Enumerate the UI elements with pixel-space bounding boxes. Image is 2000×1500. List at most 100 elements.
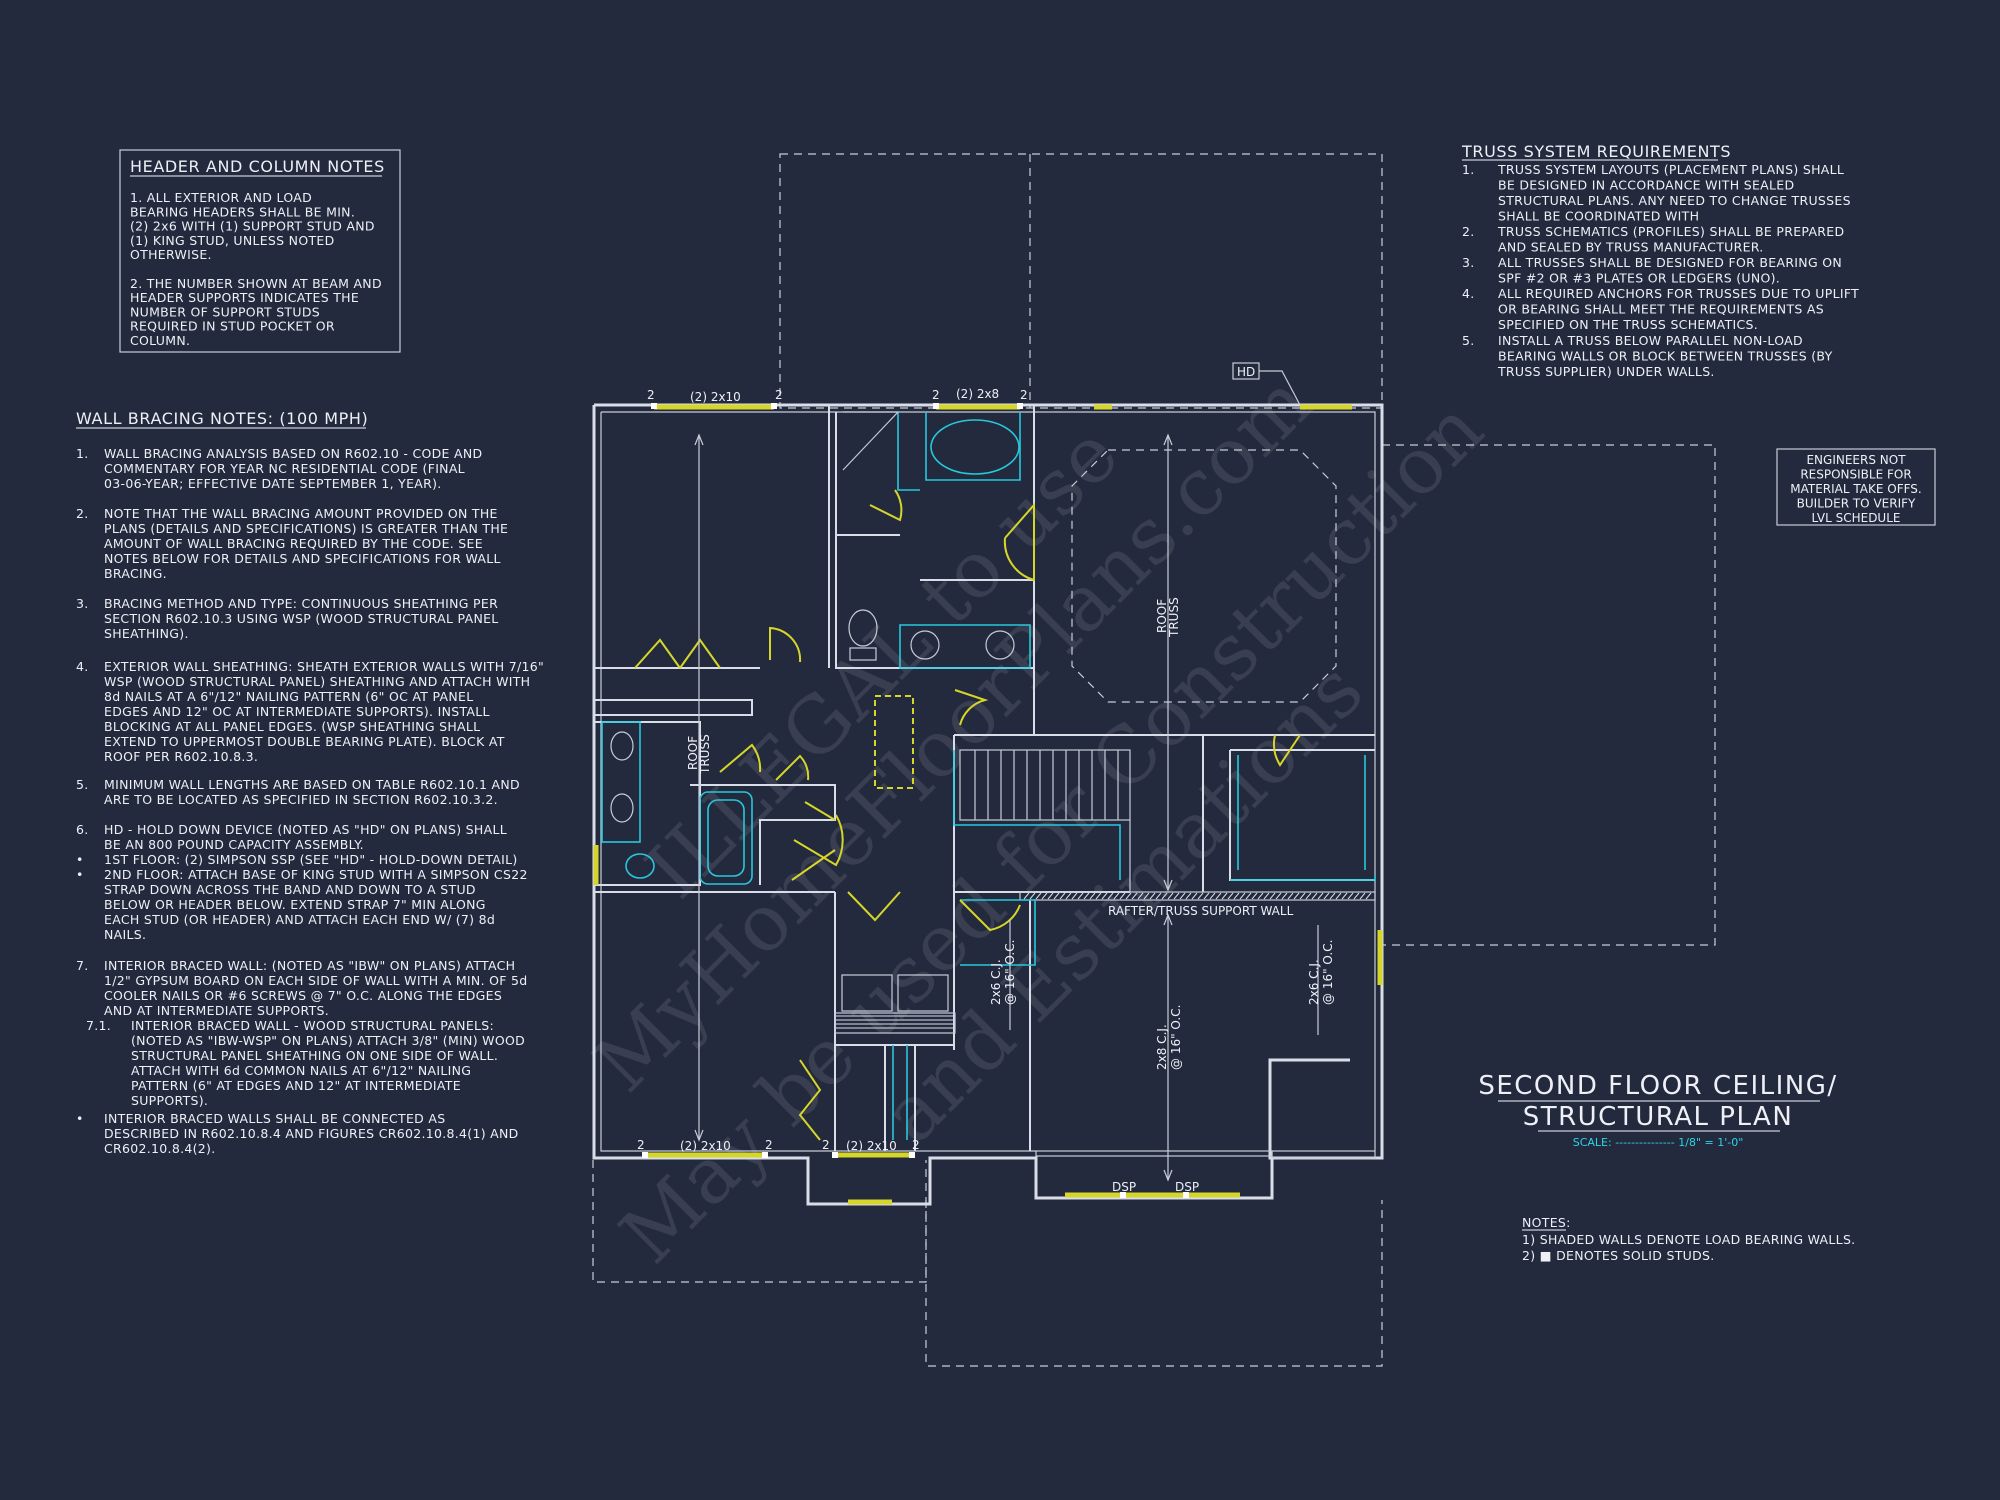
wall-bracing-item-line: 2ND FLOOR: ATTACH BASE OF KING STUD WITH… [104, 867, 528, 882]
watermark: ILLEGAL to use MyHomeFloorPlans.com May … [578, 358, 1501, 1281]
hatch-line [1359, 892, 1366, 900]
span-arrow-right-heads [1163, 433, 1173, 892]
wall-bracing-item-line: (NOTED AS "IBW-WSP" ON PLANS) ATTACH 3/8… [131, 1033, 525, 1048]
cj-2x6-label-left: 2x6 C.J. @ 16" O.C. [989, 940, 1017, 1005]
hatch-line [1089, 892, 1096, 900]
wall-bracing-item-line: ROOF PER R602.10.8.3. [104, 749, 258, 764]
stair-run [959, 749, 1131, 821]
wall-bracing-item-line: 03-06-YEAR; EFFECTIVE DATE SEPTEMBER 1, … [104, 476, 442, 491]
cj-2x8-1: 2x8 C.J. [1155, 1024, 1169, 1070]
hatch-line [1275, 892, 1282, 900]
tub-hall-inner [707, 799, 745, 877]
hatch-line [1311, 892, 1318, 900]
hatch-line [1119, 892, 1126, 900]
laundry-appliances [834, 974, 956, 1034]
door-hall-bath-leaf [804, 801, 836, 821]
truss-item-line: SHALL BE COORDINATED WITH [1498, 209, 1699, 224]
stud-count-7: 2 [822, 1138, 830, 1152]
attic-access [874, 695, 914, 789]
stud-3 [933, 403, 939, 409]
stud-2 [771, 403, 777, 409]
hatch-line [1173, 892, 1180, 900]
wall-bracing-item-number: • [76, 852, 84, 867]
shower-pan [842, 411, 900, 471]
wall-bracing-item-line: 1ST FLOOR: (2) SIMPSON SSP (SEE "HD" - H… [104, 852, 518, 867]
toilet-master [848, 609, 878, 647]
stud-8 [909, 1152, 915, 1158]
load-bearing-headers [593, 404, 1383, 1205]
hatch-line [1239, 892, 1246, 900]
hatch-line [1221, 892, 1228, 900]
header-note-line: COLUMN. [130, 333, 190, 348]
hatch-line [1251, 892, 1258, 900]
hatch-line [1191, 892, 1198, 900]
hatch-line [1215, 892, 1222, 900]
roof-truss-right-2: TRUSS [1167, 597, 1181, 638]
laundry-outline [960, 899, 1036, 966]
header-note-line: (1) KING STUD, UNLESS NOTED [130, 233, 335, 248]
hatch-line [1065, 892, 1072, 900]
hatch-line [1287, 892, 1294, 900]
truss-item-number: 1. [1462, 162, 1475, 177]
door-toilet [869, 489, 903, 522]
hatch-line [1167, 892, 1174, 900]
truss-item-number: 4. [1462, 286, 1475, 301]
hatch-line [1185, 892, 1192, 900]
span-arrows [694, 433, 1319, 1182]
hatch-line [1227, 892, 1234, 900]
wall-bracing-item-line: CR602.10.8.4(2). [104, 1141, 215, 1156]
wall-bracing-item-number: • [76, 1111, 84, 1126]
wall-bracing-item-line: MINIMUM WALL LENGTHS ARE BASED ON TABLE … [104, 777, 520, 792]
bottom-wall-band-2 [1035, 1150, 1273, 1157]
stair-rail [953, 750, 1121, 880]
hatch-line [1281, 892, 1288, 900]
wall-bracing-item-line: HD - HOLD DOWN DEVICE (NOTED AS "HD" ON … [104, 822, 507, 837]
hatch-line [1023, 892, 1030, 900]
hatch-line [1029, 892, 1036, 900]
wall-bracing-item-line: SECTION R602.10.3 USING WSP (WOOD STRUCT… [104, 611, 499, 626]
dryer [897, 974, 949, 1012]
header-label-top-2x8: (2) 2x8 [956, 387, 999, 401]
sink-master-2 [985, 630, 1015, 660]
hatch-line [1317, 892, 1324, 900]
wall-bracing-item-number: 7.1. [86, 1018, 111, 1033]
header-note-line: 1. ALL EXTERIOR AND LOAD [130, 190, 312, 205]
exterior-wall-outline-bottom [592, 405, 1274, 1206]
wall-bracing-item-number: 5. [76, 777, 89, 792]
header-note-line: (2) 2x6 WITH (1) SUPPORT STUD AND [130, 219, 375, 234]
hatch-line [1203, 892, 1210, 900]
cj-2x8-label: 2x8 C.J. @ 16" O.C. [1155, 1005, 1183, 1070]
hatch-line [1305, 892, 1312, 900]
wall-bracing-item-line: DESCRIBED IN R602.10.8.4 AND FIGURES CR6… [104, 1126, 519, 1141]
header-note-line: BEARING HEADERS SHALL BE MIN. [130, 204, 355, 219]
truss-item-line: ALL REQUIRED ANCHORS FOR TRUSSES DUE TO … [1498, 286, 1859, 301]
wall-bracing-item-line: NOTES BELOW FOR DETAILS AND SPECIFICATIO… [104, 551, 501, 566]
wall-bracing-item-line: INTERIOR BRACED WALLS SHALL BE CONNECTED… [104, 1111, 445, 1126]
engineers-note-line: RESPONSIBLE FOR [1800, 468, 1911, 482]
stud-count-8: 2 [912, 1138, 920, 1152]
wall-bracing-item-line: BRACING METHOD AND TYPE: CONTINUOUS SHEA… [104, 596, 498, 611]
wall-bracing-item-line: 1/2" GYPSUM BOARD ON EACH SIDE OF WALL W… [104, 973, 528, 988]
truss-item-line: BEARING WALLS OR BLOCK BETWEEN TRUSSES (… [1498, 349, 1833, 364]
hatch-line [1113, 892, 1120, 900]
bottom-notes-title: NOTES: [1522, 1215, 1571, 1230]
header-column-notes: HEADER AND COLUMN NOTES 1. ALL EXTERIOR … [119, 149, 401, 353]
hatch-line [1143, 892, 1150, 900]
header-label-top-2x10: (2) 2x10 [690, 390, 741, 404]
roof-truss-label-left: ROOF TRUSS [686, 734, 712, 775]
plan-title-line-1: SECOND FLOOR CEILING/ [1478, 1071, 1837, 1101]
wall-bracing-item-line: PATTERN (6" AT EDGES AND 12" AT INTERMED… [131, 1078, 461, 1093]
wall-bracing-item-number: • [76, 867, 84, 882]
rafter-support-wall [1019, 891, 1376, 1159]
staircase [953, 749, 1131, 892]
wall-bracing-item-line: INTERIOR BRACED WALL - WOOD STRUCTURAL P… [131, 1018, 494, 1033]
wall-bracing-item-line: STRUCTURAL PANEL SHEATHING ON ONE SIDE O… [131, 1048, 498, 1063]
hatch-line [1233, 892, 1240, 900]
wall-bracing-item-line: ATTACH WITH 6d COMMON NAILS AT 6"/12" NA… [131, 1063, 471, 1078]
hatch-line [1197, 892, 1204, 900]
sink-hall-1 [610, 731, 634, 761]
bottom-note-2: 2) ■ DENOTES SOLID STUDS. [1522, 1248, 1715, 1263]
wall-bracing-item-line: PLANS (DETAILS AND SPECIFICATIONS) IS GR… [104, 521, 508, 536]
exterior-wall-inner-line-2 [600, 412, 1036, 1152]
stud-4 [1017, 403, 1023, 409]
